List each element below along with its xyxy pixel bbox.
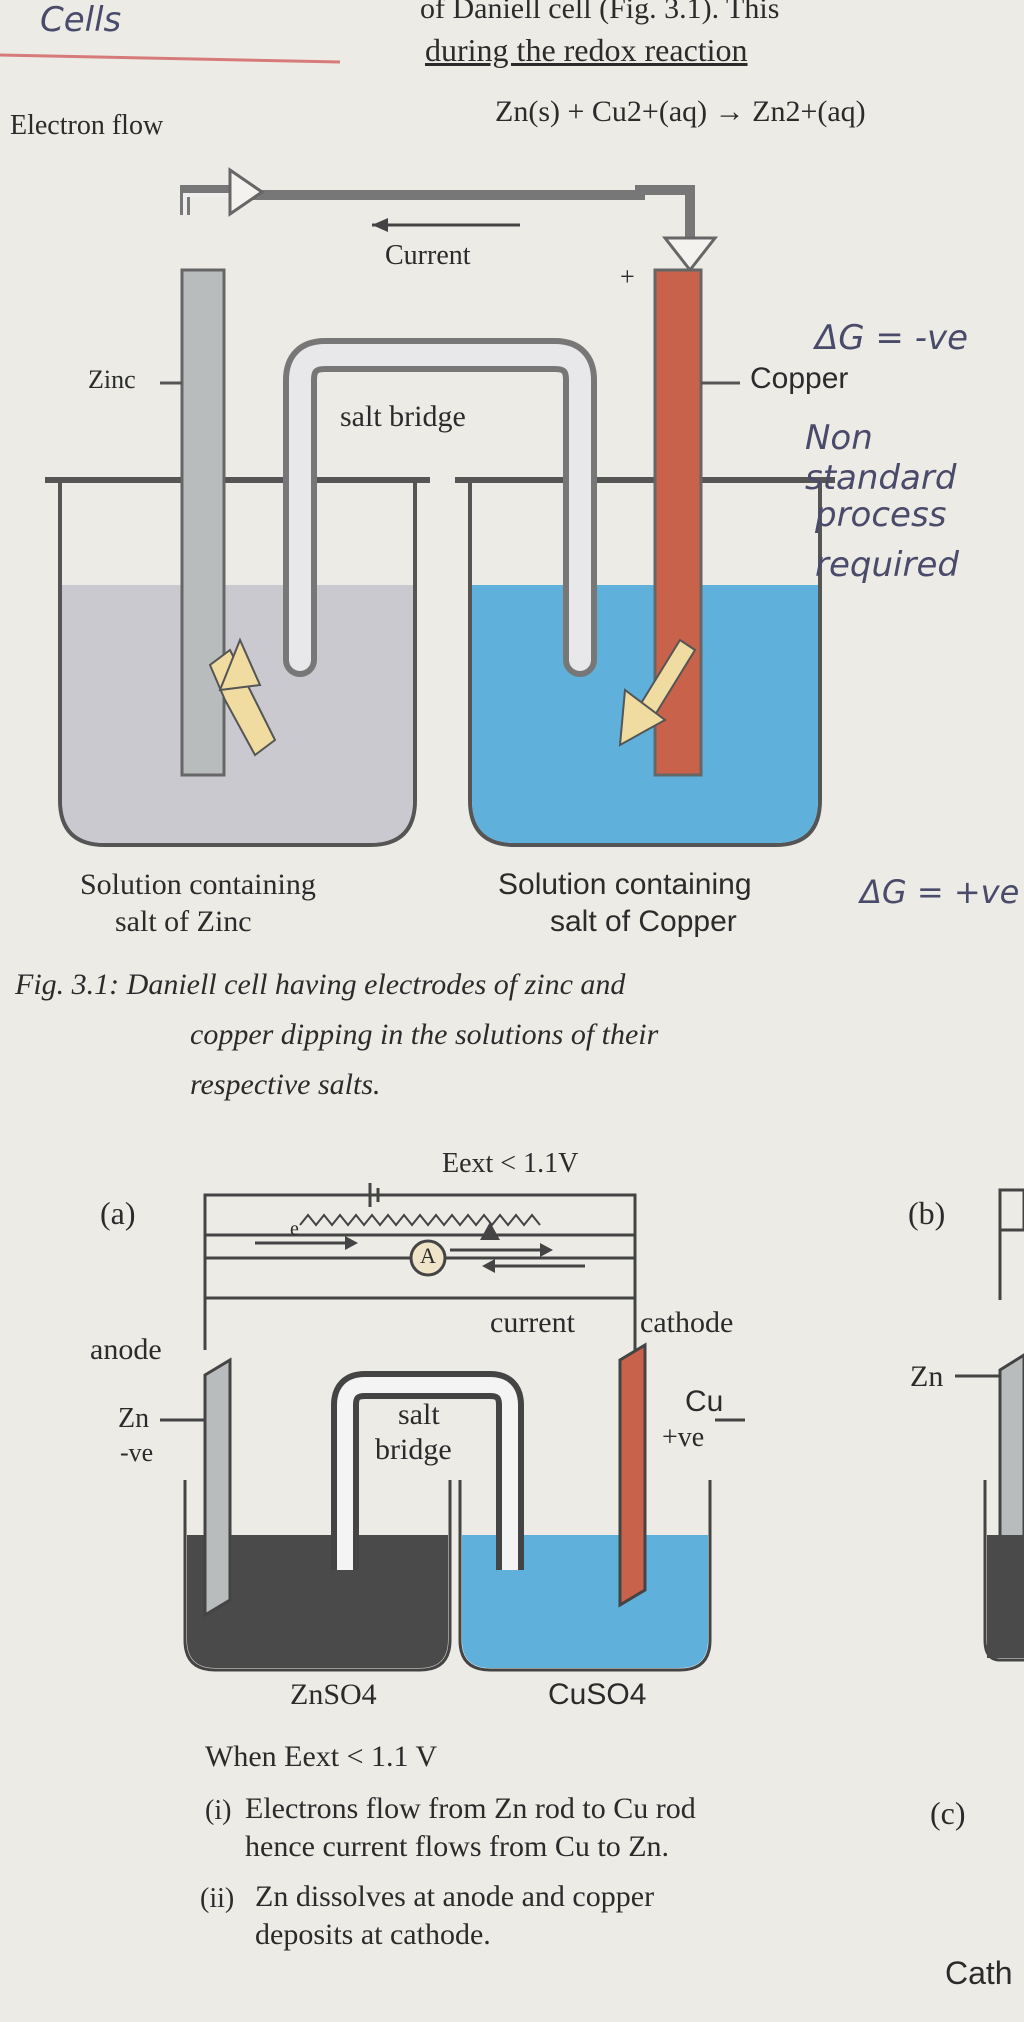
zn-side-label: Zn xyxy=(910,1360,944,1393)
cu-polarity: +ve xyxy=(662,1422,705,1453)
cath-side-label: Cath xyxy=(945,1955,1013,1991)
electron-flow-label: Electron flow xyxy=(10,110,164,141)
item2-line2: deposits at cathode. xyxy=(255,1918,491,1951)
eext-label: Eext < 1.1V xyxy=(442,1148,579,1179)
zn-polarity: -ve xyxy=(120,1438,154,1467)
plus-sign: + xyxy=(620,262,635,291)
rheostat-icon xyxy=(299,1213,541,1227)
current-label: Current xyxy=(385,240,471,271)
salt-bridge-label: salt bridge xyxy=(340,400,466,433)
ammeter-icon xyxy=(409,1239,447,1277)
cu-label: Cu xyxy=(685,1385,724,1418)
electron-label: e xyxy=(290,1218,299,1240)
margin-note: Cells xyxy=(40,0,122,40)
item2-line1: Zn dissolves at anode and copper xyxy=(255,1880,655,1913)
handwritten-note-2: process xyxy=(815,495,947,535)
electron-flow-arrow-icon xyxy=(228,167,265,217)
zn-label: Zn xyxy=(118,1403,150,1434)
fig-label-c: (c) xyxy=(930,1795,966,1831)
copper-solution-label-1: Solution containing xyxy=(498,868,752,901)
when-line: When Eext < 1.1 V xyxy=(205,1740,438,1773)
cuso4-label: CuSO4 xyxy=(548,1678,647,1711)
zinc-solution-label-2: salt of Zinc xyxy=(115,905,252,938)
salt-label: salt xyxy=(398,1398,440,1431)
handwritten-note-1: Non standard xyxy=(805,418,957,498)
item2-num: (ii) xyxy=(200,1883,235,1914)
copper-solution-label-2: salt of Copper xyxy=(550,905,737,938)
item1-line1: Electrons flow from Zn rod to Cu rod xyxy=(245,1792,696,1825)
bridge-label: bridge xyxy=(375,1433,452,1466)
handwritten-delta-pos: ΔG = +ve xyxy=(860,873,1020,911)
cathode-label: cathode xyxy=(640,1306,734,1339)
handwritten-note-3: required xyxy=(815,545,959,585)
current-arrow-icon xyxy=(372,218,388,232)
fig-label-b: (b) xyxy=(908,1195,946,1231)
ammeter-label: A xyxy=(420,1243,436,1268)
down-arrow-icon xyxy=(661,236,719,273)
handwritten-delta-neg: ΔG = -ve xyxy=(815,318,969,358)
item1-num: (i) xyxy=(205,1795,232,1826)
zinc-label: Zinc xyxy=(88,365,136,394)
fig-label-a: (a) xyxy=(100,1195,136,1231)
caption-line-2: copper dipping in the solutions of their xyxy=(190,1018,659,1051)
znso4-solution xyxy=(187,1535,448,1668)
during-line: during the redox reaction xyxy=(425,32,748,68)
cu-electrode xyxy=(618,1342,647,1608)
zinc-rod xyxy=(180,268,226,777)
zinc-solution-label-1: Solution containing xyxy=(80,868,316,901)
copper-label: Copper xyxy=(750,362,849,395)
caption-line-3: respective salts. xyxy=(190,1068,381,1101)
item1-line2: hence current flows from Cu to Zn. xyxy=(245,1830,670,1863)
top-line: of Daniell cell (Fig. 3.1). This xyxy=(420,0,780,25)
caption-line-1: Fig. 3.1: Daniell cell having electrodes… xyxy=(15,968,626,1001)
copper-rod xyxy=(653,268,703,777)
zn-electrode xyxy=(203,1357,232,1618)
current-a-label: current xyxy=(490,1306,575,1339)
reaction-equation: Zn(s) + Cu2+(aq) → Zn2+(aq) xyxy=(495,95,866,128)
znso4-label: ZnSO4 xyxy=(290,1678,377,1711)
anode-label: anode xyxy=(90,1333,162,1366)
